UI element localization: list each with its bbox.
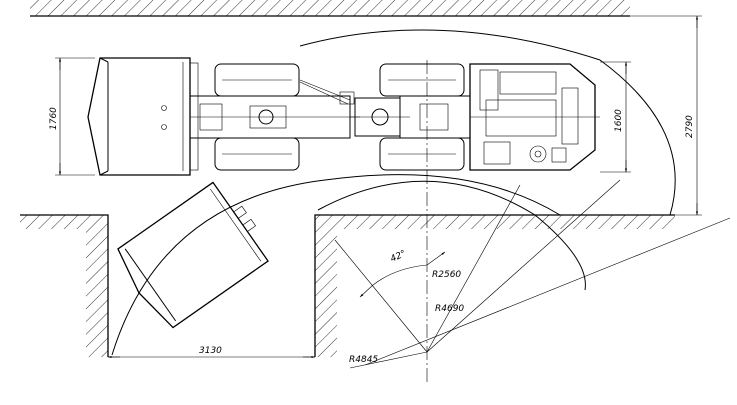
radius-2560-line: [426, 184, 521, 353]
dimension-label-r4690: R4690: [435, 304, 464, 314]
dimension-label-1600: 1600: [614, 109, 624, 132]
dimension-label-3130: 3130: [199, 346, 222, 356]
radius-4690-line: [426, 179, 621, 353]
dimension-1600: [600, 61, 631, 173]
outer-turning-arc-right: [599, 59, 676, 216]
front-tires: [214, 63, 300, 171]
dimension-label-r2560: R2560: [432, 270, 461, 280]
outer-turning-arc: [299, 29, 601, 61]
bucket-sweep-arc: [111, 179, 326, 356]
right-lower-wall: [314, 214, 675, 357]
inner-turning-arc: [317, 180, 586, 291]
dimension-2790: [630, 15, 702, 216]
dimension-label-r4845: R4845: [349, 355, 378, 365]
top-wall: [30, 0, 630, 17]
angle-label: 42°: [389, 249, 408, 265]
angle-arc: [372, 264, 428, 286]
middle-turning-arc: [324, 174, 561, 216]
dimension-label-1760: 1760: [49, 107, 59, 130]
dimension-label-2790: 2790: [685, 115, 695, 138]
radius-angle-line: [334, 239, 428, 353]
loader-top-view: [87, 57, 600, 176]
radius-4845-line: [364, 217, 731, 366]
dimension-1760: [55, 57, 95, 176]
bucket-swung: [117, 181, 269, 329]
turning-arcs: [111, 29, 676, 356]
left-lower-wall: [20, 214, 109, 357]
articulation-joint: [350, 97, 410, 137]
engine-compartment: [469, 63, 600, 171]
radius-lines: [334, 60, 731, 382]
bucket: [87, 57, 199, 176]
